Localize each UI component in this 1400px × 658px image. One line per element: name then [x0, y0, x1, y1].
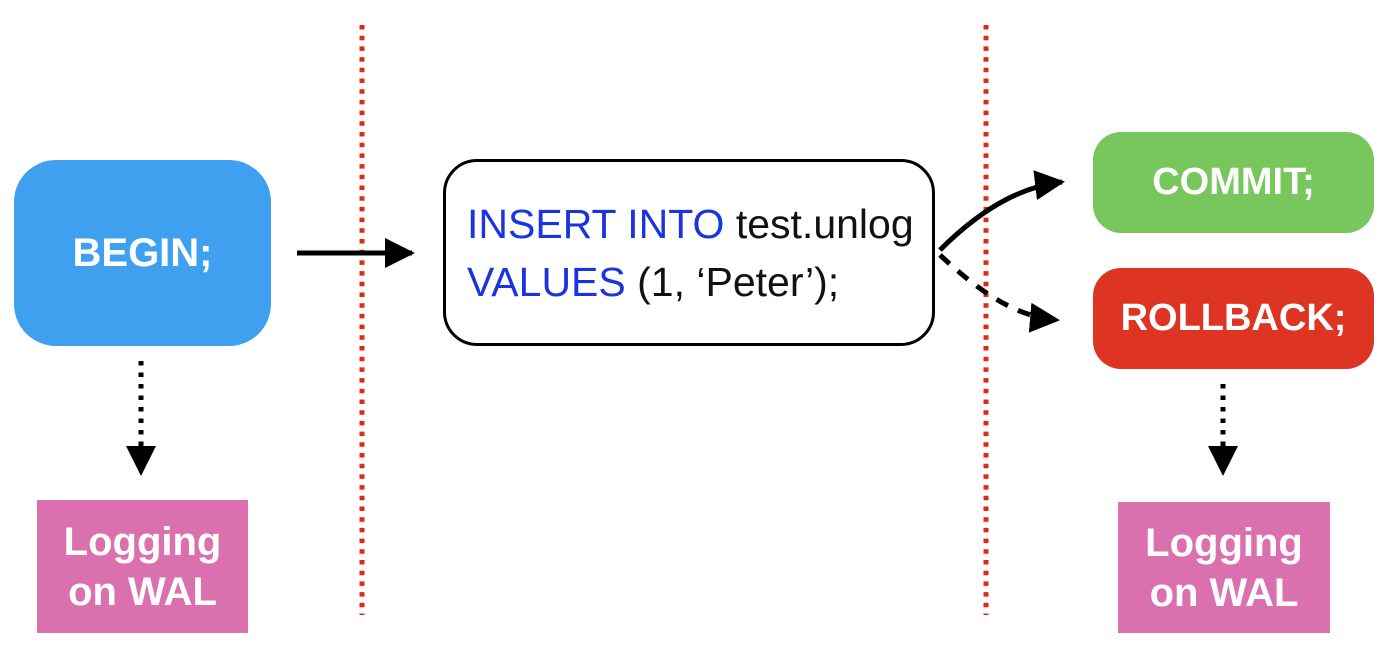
- wal-left-label-line1: Logging: [63, 519, 222, 564]
- commit-node: COMMIT;: [1093, 132, 1374, 233]
- wal-logging-node-right: Logging on WAL: [1118, 502, 1330, 633]
- sql-keyword-insert-into: INSERT INTO: [467, 200, 725, 247]
- sql-line-2: VALUES (1, ‘Peter’);: [467, 253, 839, 311]
- sql-line-1: INSERT INTO test.unlog: [467, 195, 914, 253]
- begin-label: BEGIN;: [72, 230, 213, 275]
- arrow-sql-to-commit: [938, 170, 1065, 252]
- wal-right-label-line1: Logging: [1145, 520, 1303, 565]
- wal-left-label-line2: on WAL: [68, 569, 217, 614]
- sql-statement-node: INSERT INTO test.unlog VALUES (1, ‘Peter…: [443, 159, 935, 346]
- wal-logging-node-left: Logging on WAL: [37, 500, 248, 633]
- commit-label: COMMIT;: [1152, 161, 1315, 203]
- rollback-label: ROLLBACK;: [1120, 297, 1347, 339]
- begin-node: BEGIN;: [14, 160, 271, 346]
- sql-table-name: test.unlog: [724, 200, 914, 247]
- sql-values: (1, ‘Peter’);: [625, 258, 840, 305]
- arrow-sql-to-rollback: [938, 253, 1060, 333]
- wal-right-label-line2: on WAL: [1149, 570, 1299, 615]
- sql-keyword-values: VALUES: [467, 258, 626, 305]
- rollback-node: ROLLBACK;: [1093, 268, 1374, 369]
